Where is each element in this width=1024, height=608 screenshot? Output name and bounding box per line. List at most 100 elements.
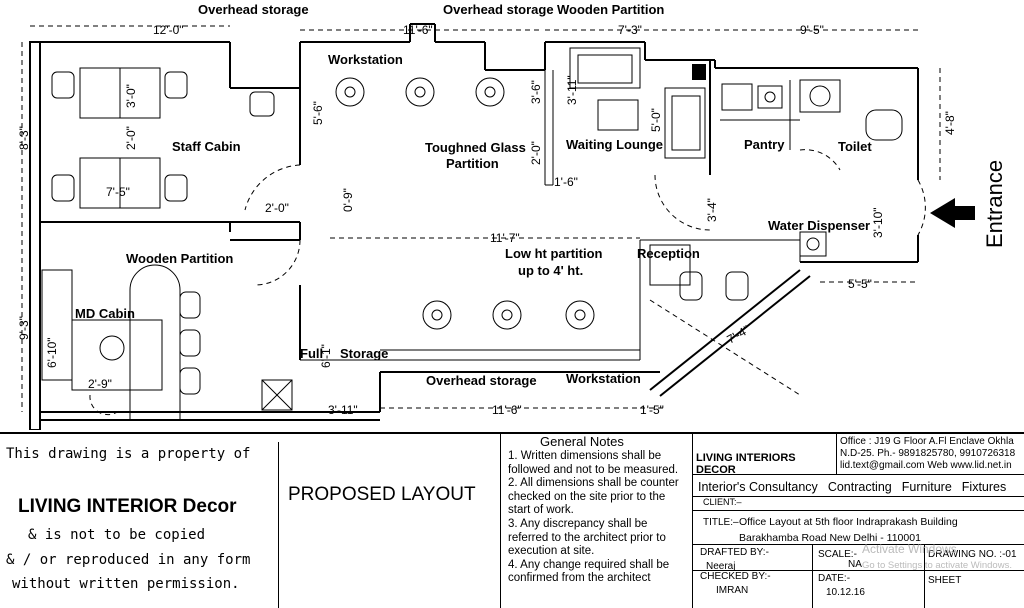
title-label: TITLE:– — [703, 517, 739, 528]
row-line-2 — [692, 496, 1024, 497]
label-toughened-glass-line1: Toughned Glass — [425, 140, 526, 155]
title-block: This drawing is a property of LIVING INT… — [0, 432, 1024, 608]
scale-value: NA — [848, 559, 862, 570]
label-low-ht-partition-line2: up to 4' ht. — [518, 263, 583, 278]
service-item: Interior's Consultancy — [698, 480, 818, 494]
label-low-ht-partition-line1: Low ht partition — [505, 246, 603, 261]
label-reception: Reception — [637, 246, 700, 261]
dim-5-0: 5'-0" — [649, 108, 663, 132]
label-workstation-bottom: Workstation — [566, 371, 641, 386]
drawing-no: DRAWING NO. :-01 — [928, 549, 1017, 560]
drafted-label: DRAFTED BY:- — [700, 547, 769, 558]
dim-1-5: 1'-5" — [640, 403, 664, 417]
dim-2-0c: 2'-0" — [529, 141, 543, 165]
dim-3-0: 3'-0" — [124, 84, 138, 108]
date-value: 10.12.16 — [826, 587, 865, 598]
dim-3-11a: 3'-11" — [565, 75, 579, 105]
dim-9-3: 9'-3" — [17, 316, 31, 340]
label-toilet: Toilet — [838, 139, 872, 154]
divider-2 — [500, 432, 501, 608]
label-wooden-partition-top: Wooden Partition — [557, 2, 664, 17]
client-label: CLIENT:– — [703, 497, 742, 507]
row-line-1 — [692, 474, 1024, 475]
dim-3-10: 3'-10" — [871, 207, 885, 238]
door-swings — [244, 149, 926, 286]
divider-6 — [924, 544, 925, 608]
property-line4: without written permission. — [12, 576, 240, 592]
note-item: 1. Written dimensions shall be followed … — [508, 450, 679, 476]
dimension-text: 12'-0" 11'-6" 7'-3" 9'-5" 8'-3" 9'-3" 3'… — [17, 23, 957, 417]
pantry-toilet-fixtures — [721, 79, 903, 257]
dim-5-6: 5'-6" — [311, 101, 325, 125]
label-toughened-glass-line2: Partition — [446, 156, 499, 171]
row-line-3 — [692, 510, 1024, 511]
note-item: 4. Any change required shall be confirme… — [508, 558, 670, 585]
dim-8-3: 8'-3" — [17, 126, 31, 150]
title-line1: Office Layout at 5th floor Indraprakash … — [739, 516, 958, 528]
scale-label: SCALE:- — [818, 549, 857, 560]
office-address: Office : J19 G Floor A.Fl Enclave Okhla … — [840, 436, 1016, 471]
general-notes-list: 1. Written dimensions shall be followed … — [508, 450, 690, 586]
dim-4-8: 4'-8" — [943, 111, 957, 135]
plant-box — [261, 379, 293, 411]
divider-5 — [812, 544, 813, 608]
property-line2: & is not to be copied — [28, 527, 206, 543]
dim-12-0: 12'-0" — [153, 23, 184, 37]
dim-7-3: 7'-3" — [618, 23, 642, 37]
label-storage: Storage — [340, 346, 388, 361]
checked-label: CHECKED BY:- — [700, 571, 771, 582]
drafted-by: Neeraj — [706, 561, 736, 572]
label-staff-cabin: Staff Cabin — [172, 139, 241, 154]
divider-4 — [836, 432, 837, 474]
dimension-lines — [21, 25, 941, 412]
staff-cabin-furniture — [51, 67, 275, 209]
property-line1: This drawing is a property of — [6, 446, 251, 462]
note-item: 3. Any discrepancy shall be referred to … — [508, 517, 666, 558]
divider-3 — [692, 432, 693, 608]
dim-3-4: 3'-4" — [705, 198, 719, 222]
dim-11-6-bottom: 11'-6" — [492, 403, 522, 417]
dim-0-9: 0'-9" — [341, 188, 355, 212]
entrance-arrow-icon — [930, 198, 975, 228]
label-waiting-lounge: Waiting Lounge — [566, 137, 663, 152]
property-company: LIVING INTERIOR Decor — [18, 496, 237, 517]
row-line-4 — [692, 544, 1024, 545]
note-item: 2. All dimensions shall be counter check… — [508, 477, 679, 517]
dim-9-5: 9'-5" — [800, 23, 824, 37]
label-water-dispenser: Water Dispenser — [768, 218, 870, 233]
label-wooden-partition-mid: Wooden Partition — [126, 251, 233, 266]
label-overhead-storage-1: Overhead storage — [198, 2, 309, 17]
floor-plan: 12'-0" 11'-6" 7'-3" 9'-5" 8'-3" 9'-3" 3'… — [17, 2, 1007, 430]
room-labels: Overhead storage Overhead storage Wooden… — [75, 2, 1007, 388]
dim-7-5: 7'-5" — [106, 185, 130, 199]
dim-6-10: 6'-10" — [45, 337, 59, 368]
dim-2-0a: 2'-0" — [124, 126, 138, 150]
general-notes-heading: General Notes — [540, 434, 624, 449]
label-full: Full — [300, 346, 323, 361]
md-cabin-furniture — [41, 264, 201, 421]
label-pantry: Pantry — [744, 137, 785, 152]
interior-partitions — [40, 60, 801, 361]
workstation-seats — [335, 77, 595, 330]
row-line-5 — [692, 570, 1024, 571]
sheet-label: SHEET — [928, 575, 962, 586]
label-entrance: Entrance — [982, 160, 1007, 248]
proposed-layout-title: PROPOSED LAYOUT — [288, 484, 476, 505]
service-item: Furniture — [901, 480, 952, 494]
waiting-lounge-furniture — [569, 47, 706, 159]
title-line2: Barakhamba Road New Delhi - 110001 — [739, 532, 921, 544]
checked-by: IMRAN — [716, 585, 749, 596]
service-item: Contracting — [827, 480, 892, 494]
dim-5-5: 5'-5" — [848, 277, 872, 291]
label-overhead-storage-3: Overhead storage — [426, 373, 537, 388]
dim-2-0b: 2'-0" — [265, 201, 289, 215]
property-line3: & / or reproduced in any form — [6, 552, 251, 568]
service-item: Fixtures — [961, 480, 1007, 494]
title-block-frame — [0, 432, 1024, 608]
dim-3-6: 3'-6" — [529, 80, 543, 104]
outer-walls — [29, 23, 919, 430]
dim-3-11b: 3'-11" — [328, 403, 358, 417]
services-row: Interior's Consultancy Contracting Furni… — [698, 480, 1020, 494]
watermark-settings: Go to Settings to activate Windows. — [862, 560, 1012, 571]
dim-6-1: 6'-1" — [319, 344, 333, 368]
